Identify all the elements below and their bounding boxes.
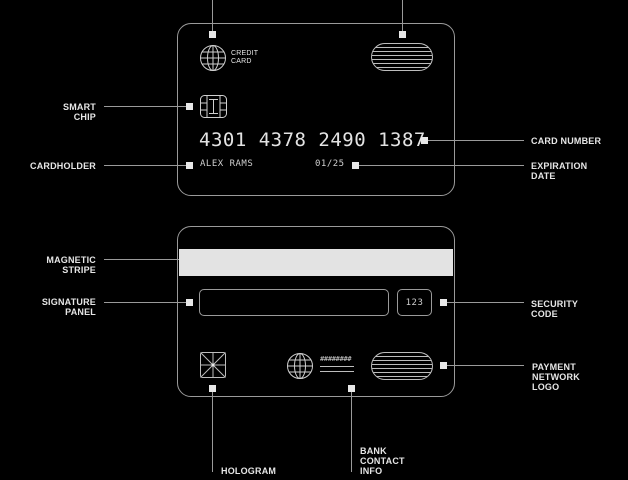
hologram-icon: [200, 352, 226, 378]
globe-icon: [200, 45, 226, 71]
magnetic-stripe: [179, 249, 453, 276]
card-back: [177, 226, 455, 397]
marker-top-right: [399, 31, 406, 38]
marker-payment-network: [440, 362, 447, 369]
cardholder-name: ALEX RAMS: [200, 159, 254, 169]
card-brand-text: CREDIT CARD: [231, 50, 258, 66]
expiration-date: 01/25: [315, 159, 345, 169]
payment-network-logo-back-icon: [371, 352, 433, 380]
bank-info-line-1: [320, 366, 354, 367]
marker-hologram: [209, 385, 216, 392]
marker-top-left: [209, 31, 216, 38]
card-number: 4301 4378 2490 1387: [199, 129, 426, 151]
brand-line-2: CARD: [231, 58, 252, 65]
label-hologram: HOLOGRAM: [221, 466, 277, 476]
signature-panel: [199, 289, 389, 316]
bank-globe-icon: [287, 353, 313, 379]
label-card-number: CARD NUMBER: [531, 136, 602, 146]
bank-info-masked: ########: [320, 355, 352, 363]
marker-bank-contact: [348, 385, 355, 392]
marker-signature: [186, 299, 193, 306]
marker-security-code: [440, 299, 447, 306]
bank-info-line-2: [320, 371, 354, 372]
label-cardholder: CARDHOLDER: [30, 161, 96, 171]
payment-network-logo-icon: [371, 43, 433, 71]
marker-card-number: [421, 137, 428, 144]
marker-smart-chip: [186, 103, 193, 110]
marker-cardholder: [186, 162, 193, 169]
brand-line-1: CREDIT: [231, 50, 259, 57]
card-front: [177, 23, 455, 196]
security-code-box: 123: [397, 289, 432, 316]
marker-expiration: [352, 162, 359, 169]
smart-chip-icon: [200, 95, 227, 118]
security-code: 123: [405, 297, 424, 308]
